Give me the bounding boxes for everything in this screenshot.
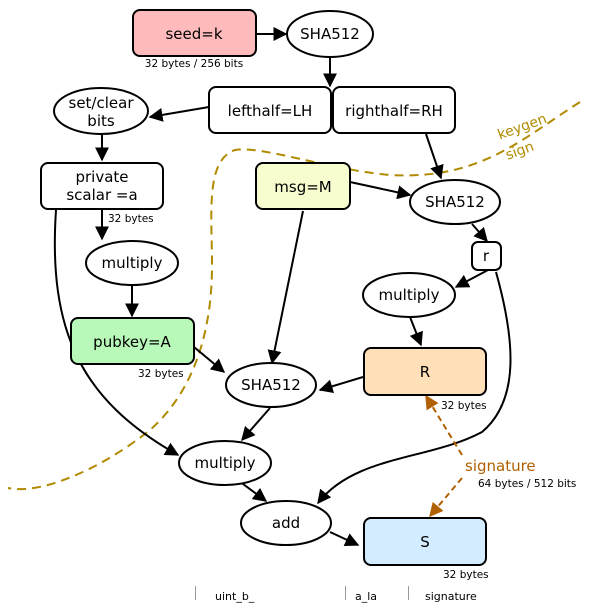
- multiply-left-label: multiply: [102, 254, 163, 272]
- setclear-label-1: set/clear: [69, 94, 135, 112]
- sha512-right-node: SHA512: [409, 179, 501, 225]
- footer-text-left: uint_b_: [215, 590, 255, 603]
- multiply-right-node: multiply: [362, 272, 456, 318]
- signature-label: signature: [465, 457, 536, 475]
- sha512-right-label: SHA512: [425, 193, 485, 211]
- add-node: add: [240, 500, 332, 546]
- righthalf-box: righthalf=RH: [332, 86, 456, 134]
- seed-label: seed=k: [165, 25, 222, 43]
- msg-label: msg=M: [274, 178, 331, 196]
- r-box: r: [471, 241, 502, 271]
- multiply-left-node: multiply: [85, 240, 179, 286]
- R-box: R: [363, 347, 487, 396]
- seed-size-note: 32 bytes / 256 bits: [145, 58, 243, 70]
- pubkey-label: pubkey=A: [93, 333, 171, 351]
- R-size-note: 32 bytes: [441, 400, 487, 412]
- private-label-2: scalar =a: [66, 186, 137, 204]
- sha512-mid-node: SHA512: [225, 362, 317, 408]
- sha512-mid-label: SHA512: [241, 376, 301, 394]
- footer-divider-2: [345, 586, 346, 600]
- keygen-label: keygen: [496, 111, 549, 143]
- sha512-top-node: SHA512: [286, 10, 374, 58]
- footer-text-mid: a_la: [355, 590, 378, 603]
- S-size-note: 32 bytes: [443, 569, 489, 581]
- signature-size-note: 64 bytes / 512 bits: [478, 478, 576, 490]
- private-size-note: 32 bytes: [108, 213, 154, 225]
- multiply-right-label: multiply: [379, 286, 440, 304]
- multiply-bottom-node: multiply: [178, 440, 272, 486]
- lefthalf-label: lefthalf=LH: [228, 102, 313, 120]
- footer-divider-3: [408, 586, 409, 600]
- sha512-top-label: SHA512: [300, 25, 360, 43]
- S-label: S: [420, 533, 430, 551]
- multiply-bottom-label: multiply: [195, 454, 256, 472]
- sign-label: sign: [504, 139, 537, 164]
- R-label: R: [420, 363, 430, 381]
- pubkey-box: pubkey=A: [70, 317, 195, 365]
- msg-box: msg=M: [255, 162, 351, 210]
- edges: [53, 27, 512, 547]
- signature-arrows: [425, 394, 463, 518]
- r-label: r: [483, 247, 490, 265]
- pubkey-size-note: 32 bytes: [138, 368, 184, 380]
- righthalf-label: righthalf=RH: [345, 102, 443, 120]
- S-box: S: [363, 517, 487, 566]
- keygen-sign-divider: [7, 101, 581, 491]
- setclear-label-2: bits: [87, 112, 115, 130]
- private-scalar-box: private scalar =a: [40, 162, 164, 210]
- lefthalf-box: lefthalf=LH: [208, 86, 332, 134]
- footer-divider-1: [195, 586, 196, 600]
- private-label-1: private: [75, 168, 128, 186]
- add-label: add: [272, 514, 300, 532]
- seed-box: seed=k: [132, 9, 257, 57]
- footer-text-right: signature: [425, 590, 477, 603]
- setclear-bits-node: set/clear bits: [53, 87, 149, 135]
